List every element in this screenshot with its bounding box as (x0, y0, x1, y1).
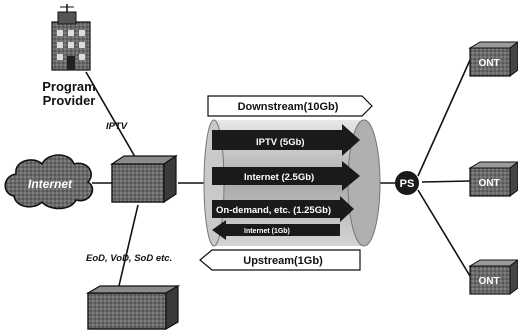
program-provider-building-icon (51, 4, 91, 71)
stream-iptv-arrow (212, 124, 360, 156)
line-ps-ont-a (417, 59, 471, 177)
upstream-label-arrow (199, 249, 361, 271)
stream-ondemand-arrow (212, 196, 354, 222)
ont-box-top (468, 41, 518, 77)
downstream-label: Downstream(10Gb) (238, 101, 339, 113)
stream-internet-up-label: Internet (1Gb) (244, 228, 290, 235)
server-box (85, 284, 181, 331)
stream-iptv-label: IPTV (5Gb) (256, 137, 305, 148)
stream-internet-up-arrow (212, 220, 340, 240)
ont-box-middle (468, 161, 518, 197)
ont-box-bottom (468, 259, 518, 295)
line-ps-ont-c (417, 189, 471, 277)
line-server-olt (117, 204, 139, 291)
stream-internet-arrow (212, 161, 360, 191)
ont-label-bottom: ONT (478, 276, 499, 287)
ont-label-middle: ONT (478, 178, 499, 189)
internet-cloud-label: Internet (28, 177, 73, 191)
provider-label-line1: Program (42, 79, 95, 94)
splitter-label: PS (400, 178, 415, 190)
connection-lines (85, 59, 471, 291)
upstream-label: Upstream(1Gb) (243, 255, 323, 267)
services-link-label: EoD, VoD, SoD etc. (86, 253, 172, 264)
provider-label-line2: Provider (43, 93, 96, 108)
downstream-label-arrow (207, 95, 373, 117)
olt-box (110, 154, 178, 204)
stream-ondemand-label: On-demand, etc. (1.25Gb) (216, 205, 331, 216)
ont-label-top: ONT (478, 58, 499, 69)
iptv-link-label: IPTV (106, 121, 128, 132)
line-provider-olt (85, 71, 139, 163)
splitter-node (395, 171, 419, 195)
line-ps-ont-b (421, 180, 471, 183)
internet-cloud-icon (4, 154, 94, 210)
stream-internet-label: Internet (2.5Gb) (244, 172, 314, 183)
